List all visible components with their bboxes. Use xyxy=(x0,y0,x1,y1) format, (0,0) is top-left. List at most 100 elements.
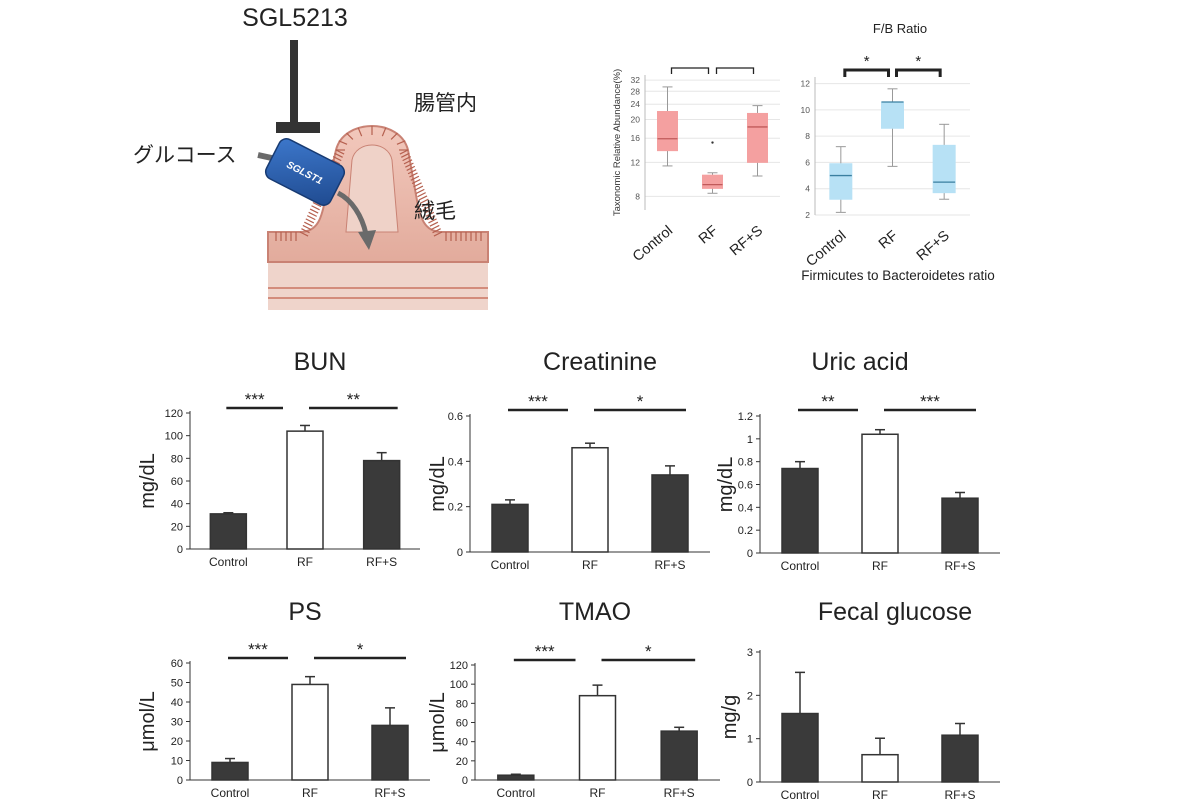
x-tick-label: RF+S xyxy=(944,559,975,573)
microvillus xyxy=(335,149,345,155)
microvillus xyxy=(424,208,433,214)
microvillus xyxy=(334,152,343,158)
bar xyxy=(578,694,617,781)
mechanism-illustration: SGLST1 SGL5213 腸管内 グルコース 絨毛 xyxy=(133,4,489,310)
significance-label: * xyxy=(732,60,738,68)
y-tick-label: 60 xyxy=(171,476,183,488)
box xyxy=(932,144,956,194)
box xyxy=(702,174,723,189)
bar xyxy=(291,683,329,781)
microvillus xyxy=(399,149,409,155)
inhibitor-bar xyxy=(276,122,320,133)
villus-core xyxy=(345,144,399,233)
y-tick-label: 16 xyxy=(631,133,641,143)
box xyxy=(657,111,678,152)
bar xyxy=(362,459,401,550)
x-tick-label: Control xyxy=(496,786,535,800)
microvillus xyxy=(396,140,406,145)
y-tick-label: 0.6 xyxy=(448,411,463,423)
microvillus xyxy=(390,132,398,140)
y-tick-label: 30 xyxy=(171,717,183,729)
significance-label: * xyxy=(687,60,693,68)
microvillus xyxy=(331,159,341,165)
y-tick-label: 0 xyxy=(462,775,468,787)
x-tick-label: RF+S xyxy=(654,558,685,572)
y-tick-label: 60 xyxy=(456,718,468,730)
y-tick-label: 6 xyxy=(805,157,810,167)
y-tick-label: 1 xyxy=(747,734,753,746)
x-tick-label: RF+S xyxy=(944,788,975,800)
significance-label: *** xyxy=(248,640,268,659)
microvillus xyxy=(414,185,424,191)
bar xyxy=(211,761,249,781)
microvillus xyxy=(420,198,429,204)
inhibitor-stem xyxy=(290,40,298,122)
microvillus xyxy=(346,132,354,140)
microvillus xyxy=(406,165,416,171)
y-tick-label: 20 xyxy=(171,521,183,533)
microvillus xyxy=(304,221,313,227)
y-tick-label: 100 xyxy=(165,431,183,443)
microvillus xyxy=(305,218,315,224)
y-axis-label: μmol/L xyxy=(427,692,449,752)
x-tick-label: Control xyxy=(211,786,250,800)
y-tick-label: 1.2 xyxy=(738,411,753,423)
glucose-label: グルコース xyxy=(133,144,237,167)
y-axis-label: Taxonomic Relative Abundance(%) xyxy=(612,69,623,216)
microvillus xyxy=(302,224,312,231)
microvillus xyxy=(429,221,439,227)
microvillus xyxy=(405,162,414,168)
y-tick-label: 3 xyxy=(747,647,753,659)
lumen-label: 腸管内 xyxy=(414,92,477,115)
x-tick-label: RF+S xyxy=(374,786,405,800)
x-tick-label: RF xyxy=(872,788,888,800)
x-tick-label: Control xyxy=(803,228,849,270)
significance-bracket xyxy=(715,67,755,74)
significance-label: *** xyxy=(528,392,548,411)
y-tick-label: 2 xyxy=(805,210,810,220)
y-tick-label: 50 xyxy=(171,678,183,690)
microvillus xyxy=(311,205,320,211)
significance-label: *** xyxy=(920,392,940,411)
y-tick-label: 4 xyxy=(805,184,810,194)
y-tick-label: 12 xyxy=(801,79,811,89)
significance-label: * xyxy=(637,392,644,411)
y-tick-label: 0 xyxy=(457,547,463,559)
y-tick-label: 40 xyxy=(171,499,183,511)
microvillus xyxy=(400,152,410,158)
bar xyxy=(941,497,979,554)
x-axis-label: Firmicutes to Bacteroidetes ratio xyxy=(801,268,995,283)
y-tick-label: 0.6 xyxy=(738,480,753,492)
significance-label: * xyxy=(645,642,652,661)
microvillus xyxy=(422,205,432,211)
microvillus xyxy=(425,211,435,217)
microvillus xyxy=(402,156,411,162)
y-tick-label: 0.4 xyxy=(448,456,463,468)
y-tick-label: 28 xyxy=(631,86,641,96)
chart-title: Creatinine xyxy=(543,348,657,376)
bar xyxy=(209,513,248,550)
transporter: SGLST1 xyxy=(264,138,346,206)
y-tick-label: 0 xyxy=(747,548,753,560)
microvillus xyxy=(338,140,348,145)
transport-arrowhead xyxy=(358,230,376,250)
microvillus xyxy=(381,127,387,137)
chart-title: F/B Ratio xyxy=(873,21,927,36)
x-tick-label: Control xyxy=(630,223,676,265)
x-tick-label: RF xyxy=(302,786,318,800)
y-tick-label: 8 xyxy=(635,191,640,201)
y-tick-label: 120 xyxy=(450,660,468,672)
bar xyxy=(781,467,819,554)
microvillus xyxy=(309,208,319,214)
x-tick-label: RF xyxy=(696,223,721,248)
y-tick-label: 100 xyxy=(450,679,468,691)
significance-label: * xyxy=(357,640,364,659)
bar xyxy=(571,446,609,553)
significance-label: ** xyxy=(347,390,361,409)
x-tick-label: RF+S xyxy=(914,228,953,264)
y-tick-label: 0 xyxy=(177,775,183,787)
x-tick-label: Control xyxy=(209,555,248,569)
